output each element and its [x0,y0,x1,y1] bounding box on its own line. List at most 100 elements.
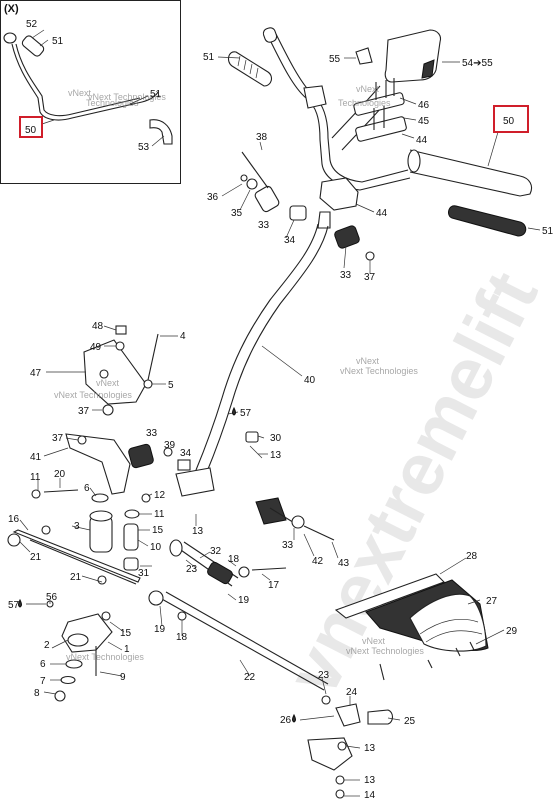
callout-31: 31 [138,568,150,579]
callout-28: 28 [466,551,478,562]
callout-32: 32 [210,546,222,557]
callout-56: 56 [46,592,58,603]
inset-title: (X) [4,3,19,15]
screws-29 [427,641,475,669]
handlebar-right-bar [409,149,533,197]
callout-30: 30 [270,433,282,444]
callout-17: 17 [268,580,280,591]
callout-52: 52 [26,19,38,30]
plate-28 [334,573,445,619]
bushing-33-right [334,225,360,249]
bushing-19-a [207,561,233,585]
washer-5 [143,379,153,389]
inset-handlebar-inner [15,43,141,117]
callout-46: 46 [418,100,430,111]
tie-rod-16 [12,529,141,583]
watermark-small: vNext Technologies [88,92,166,102]
callout-51: 51 [203,52,215,63]
callout-6: 6 [40,659,46,670]
callout-49: 49 [90,342,102,353]
callout-18: 18 [176,632,188,643]
bushing-2 [67,633,89,647]
callout-34: 34 [284,235,296,246]
bushing-33-low [255,497,287,525]
handlebar-assembly [227,27,533,237]
callout-24: 24 [346,687,358,698]
washer-42 [291,515,305,529]
handlebar-right-collar [407,149,421,173]
washer-7 [60,675,76,685]
callout-51: 51 [542,226,554,237]
handlebar-left-end [262,27,278,43]
washer-39 [163,447,173,457]
callout-41: 41 [30,452,42,463]
watermark-small: vNext Technologies [340,366,418,376]
callout-21: 21 [30,552,42,563]
callout-27: 27 [486,596,498,607]
bolt-4 [147,333,159,381]
tie-rod-22-b [165,591,329,685]
boot-27-ribs [419,619,483,643]
callout-10: 10 [150,542,162,553]
column-tube-a [195,223,319,471]
drop-icon [18,598,22,608]
bolt-38 [241,151,269,189]
watermark-small: vNext Technologies [346,646,424,656]
bracket-47 [83,325,159,416]
inset-grip [21,35,45,57]
bushing-34 [289,205,307,221]
clamp-lower [355,116,407,142]
callout-4: 4 [180,331,186,342]
tie-rod-end-24 [335,703,361,727]
callout-18: 18 [228,554,240,565]
washer-35 [246,178,258,190]
callout-48: 48 [92,321,104,332]
shroud-assembly [334,573,489,681]
watermark-small: vNext [362,636,386,646]
inset-border [0,0,181,184]
bushing-33-mid [128,443,154,469]
callout-57: 57 [8,600,20,611]
callout-29: 29 [506,626,518,637]
nut-8 [54,690,66,702]
washer-11-b [124,509,140,519]
spindle [307,737,353,771]
bushing-34-b [177,459,191,471]
cotter-13 [249,445,263,459]
callout-45: 45 [418,116,430,127]
nut-36 [240,174,248,182]
bushing-10 [123,523,139,551]
cotter-13-d [335,775,345,785]
bracket-47-hole [99,369,109,379]
callout-16: 16 [8,514,20,525]
watermark-small: vNext [356,356,380,366]
inset-end-plug [3,32,17,44]
callout-50-inset: 50 [25,125,37,136]
callout-1: 1 [124,644,130,655]
bracket-plate [303,85,327,109]
bracket-47-plate [83,339,147,405]
column-tube-b [205,225,329,475]
upper-bushings [240,151,375,261]
callout-15: 15 [152,525,164,536]
tie-rod-end-19 [148,590,164,606]
steering-column [175,211,331,497]
bolt-17 [251,567,287,571]
callout-23: 23 [186,564,198,575]
callout-19: 19 [154,624,166,635]
callout-42: 42 [312,556,324,567]
callout-36: 36 [207,192,219,203]
bolt-20 [43,489,79,493]
callout-33: 33 [146,428,158,439]
callout-11: 11 [30,472,41,483]
callout-38: 38 [256,132,268,143]
washer-18-a [238,566,250,578]
nut-21-a [7,533,21,547]
callout-51: 51 [150,89,162,100]
nut-37-b [102,404,114,416]
callout-22: 22 [244,672,256,683]
callout-40: 40 [304,375,316,386]
handlebar-left-rise-inner [275,33,409,183]
cap-30 [245,431,259,443]
grip-right [448,205,527,237]
